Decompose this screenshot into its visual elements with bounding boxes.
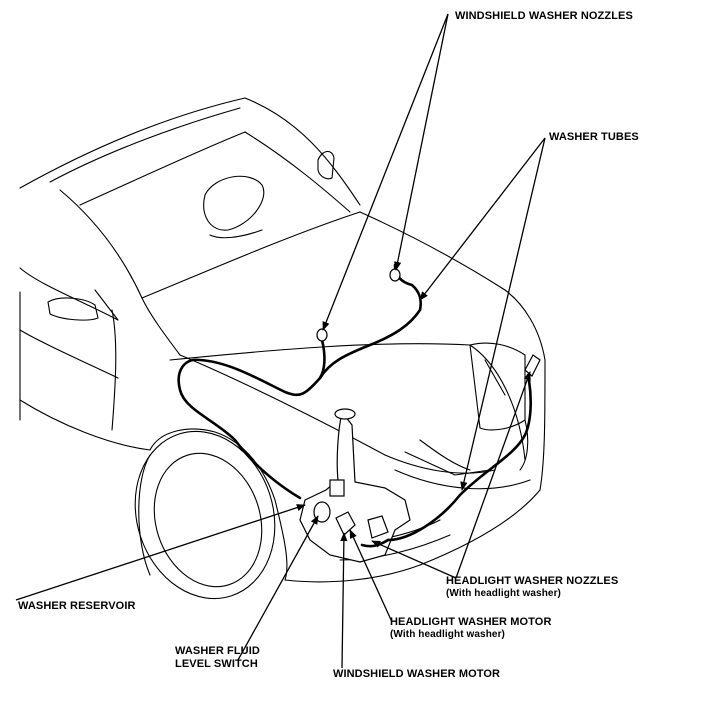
leader-lines (15, 13, 546, 669)
car-body-outline (19, 97, 546, 600)
label-headlight-washer-nozzles: HEADLIGHT WASHER NOZZLES (446, 575, 619, 587)
label-headlight-washer-motor: HEADLIGHT WASHER MOTOR (390, 616, 552, 628)
label-windshield-washer-motor: WINDSHIELD WASHER MOTOR (333, 668, 501, 680)
label-washer-reservoir: WASHER RESERVOIR (18, 600, 136, 612)
label-washer-tubes: WASHER TUBES (549, 131, 639, 143)
washer-reservoir-shape (299, 408, 411, 563)
label-windshield-washer-nozzles: WINDSHIELD WASHER NOZZLES (455, 10, 633, 22)
label-washer-fluid-level-switch-line2: LEVEL SWITCH (175, 658, 258, 670)
label-headlight-washer-nozzles-note: (With headlight washer) (446, 588, 561, 599)
label-washer-fluid-level-switch-line1: WASHER FLUID (175, 645, 260, 657)
washer-nozzles-shapes (316, 268, 541, 377)
label-headlight-washer-motor-note: (With headlight washer) (390, 629, 505, 640)
